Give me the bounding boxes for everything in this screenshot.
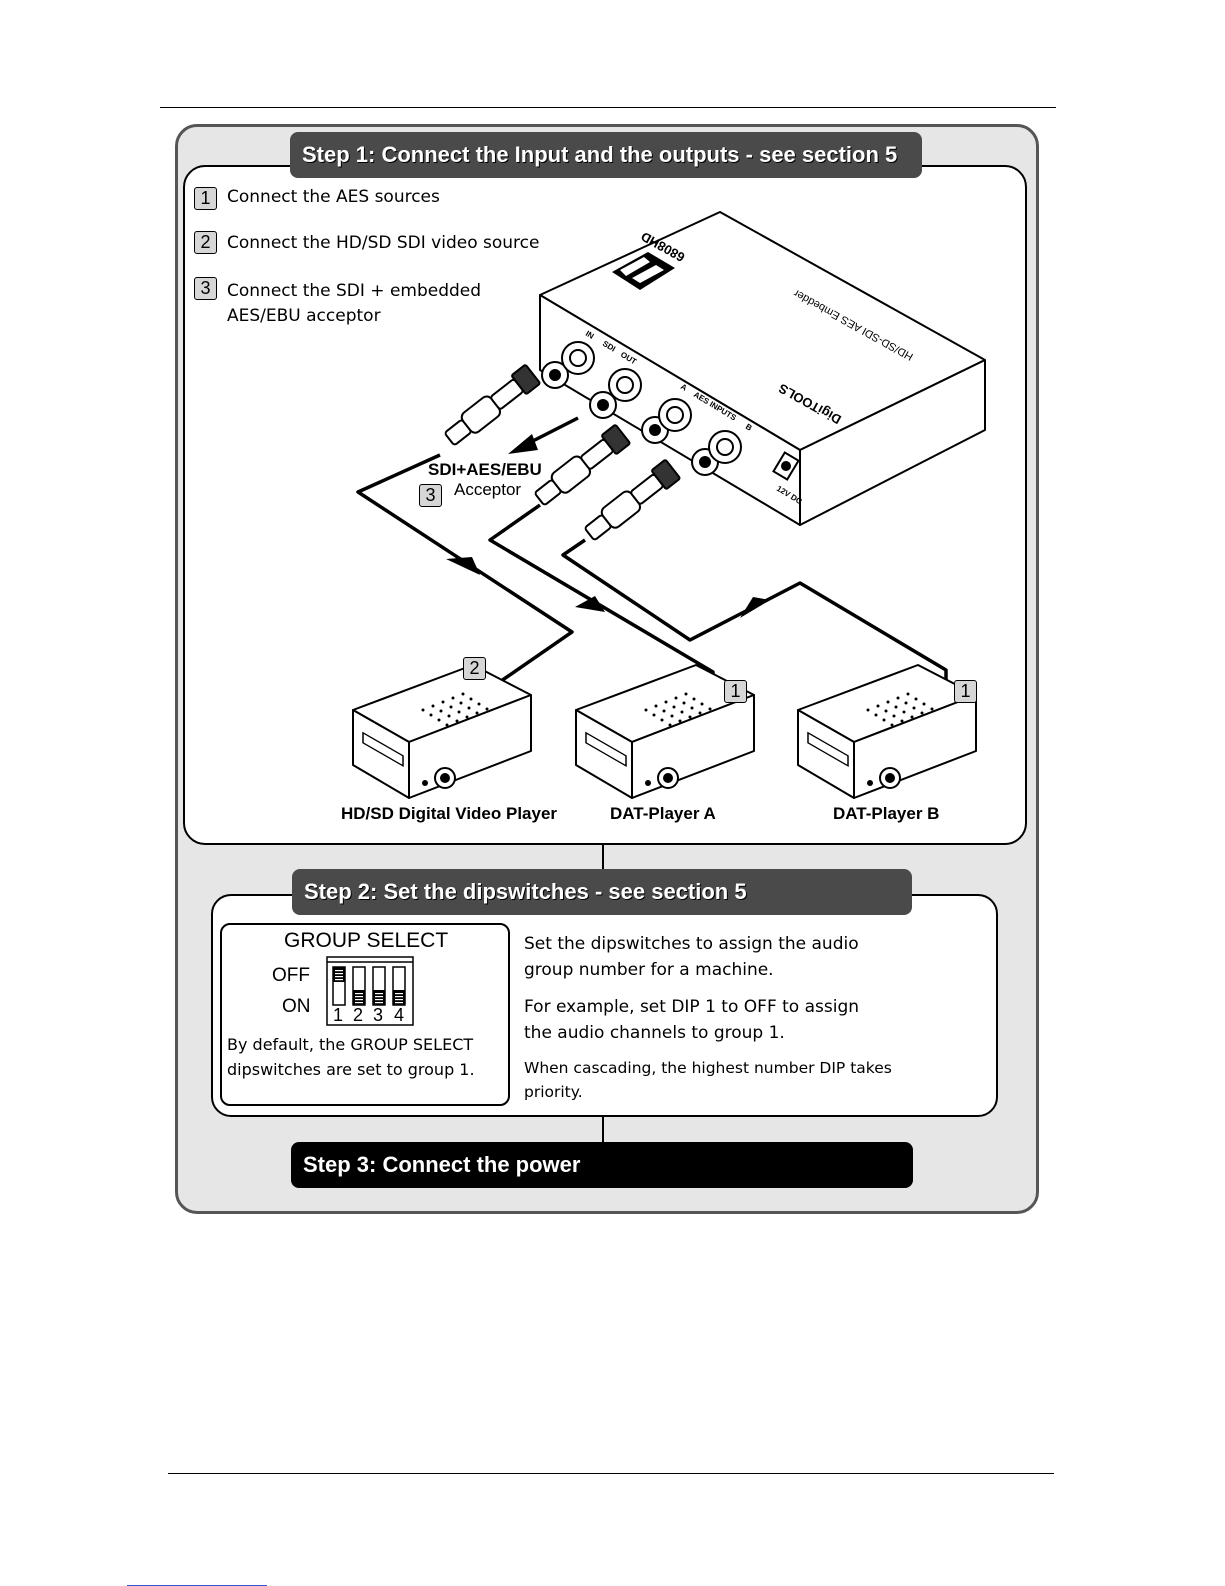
footer-rule (168, 1473, 1054, 1474)
output-arrow (508, 416, 579, 454)
aes-a-connector (641, 398, 692, 444)
dipswitch-desc-2-line1: For example, set DIP 1 to OFF to assign (524, 997, 860, 1017)
aes-a-plug (534, 424, 631, 506)
video-player-label: HD/SD Digital Video Player (341, 804, 558, 823)
instruction-2-number: 2 (194, 231, 217, 254)
step2-step3-connector (602, 1114, 604, 1144)
video-player-number: 2 (463, 657, 486, 680)
dipswitch-1-number: 1 (333, 1005, 344, 1025)
instruction-3-text-line2: AES/EBU acceptor (227, 306, 381, 326)
group-select-title: GROUP SELECT (284, 929, 449, 952)
step1-title: Step 1: Connect the Input and the output… (290, 132, 922, 178)
acceptor-label-line2: Acceptor (454, 480, 522, 499)
dip-on-label: ON (282, 996, 311, 1017)
video-flow-arrow (446, 557, 480, 575)
flow-arrows (446, 557, 770, 618)
instruction-2-text: Connect the HD/SD SDI video source (227, 233, 540, 253)
aes-b-plug (584, 459, 681, 541)
dipswitch-desc-1-line2: group number for a machine. (524, 960, 774, 980)
dat-b-flow-arrow (740, 597, 770, 618)
dat-player-b-label: DAT-Player B (833, 804, 940, 823)
dat-player-a-number: 1 (724, 680, 747, 703)
dat-player-b-number: 1 (954, 680, 977, 703)
header-rule (160, 107, 1056, 108)
dipswitch-desc-2-line2: the audio channels to group 1. (524, 1023, 785, 1043)
sdi-out-connector (589, 368, 642, 419)
device-connectors (541, 341, 800, 481)
dat-player-a (575, 664, 755, 799)
sdi-in-plug (444, 364, 541, 446)
power-jack (772, 451, 800, 481)
dipswitch-desc-3-line1: When cascading, the highest number DIP t… (524, 1059, 892, 1077)
instruction-3-number: 3 (194, 277, 217, 300)
dat-a-flow-arrow (575, 596, 605, 612)
dipswitch-2-number: 2 (353, 1005, 364, 1025)
hd-sd-video-player (352, 664, 532, 799)
instruction-3-text-line1: Connect the SDI + embedded (227, 281, 482, 301)
acceptor-number: 3 (419, 484, 442, 507)
cable-plugs (444, 364, 681, 541)
instruction-1-number: 1 (194, 187, 217, 210)
group-select-note-line2: dipswitches are set to group 1. (227, 1060, 475, 1079)
dat-player-a-label: DAT-Player A (610, 804, 716, 823)
dipswitch-4-number: 4 (394, 1005, 405, 1025)
step2-title: Step 2: Set the dipswitches - see sectio… (292, 869, 912, 915)
aes-b-connector (691, 430, 742, 476)
aes-b-label: B (744, 422, 754, 433)
sdi-in-connector (541, 341, 595, 389)
aes-a-label: A (679, 382, 689, 393)
kramer-logo (612, 252, 675, 290)
acceptor-label-line1: SDI+AES/EBU (428, 460, 542, 479)
group-select-note-line1: By default, the GROUP SELECT (227, 1035, 474, 1054)
instruction-1-text: Connect the AES sources (227, 187, 440, 207)
step3-title: Step 3: Connect the power (291, 1142, 913, 1188)
sdi-in-label: IN (584, 329, 596, 341)
device-side-face (799, 359, 986, 526)
dipswitch-3-number: 3 (373, 1005, 384, 1025)
dipswitch-desc-3-line2: priority. (524, 1083, 583, 1101)
dip-off-label: OFF (272, 965, 310, 986)
step1-step2-connector (602, 842, 604, 872)
dipswitch-desc-1-line1: Set the dipswitches to assign the audio (524, 934, 859, 954)
